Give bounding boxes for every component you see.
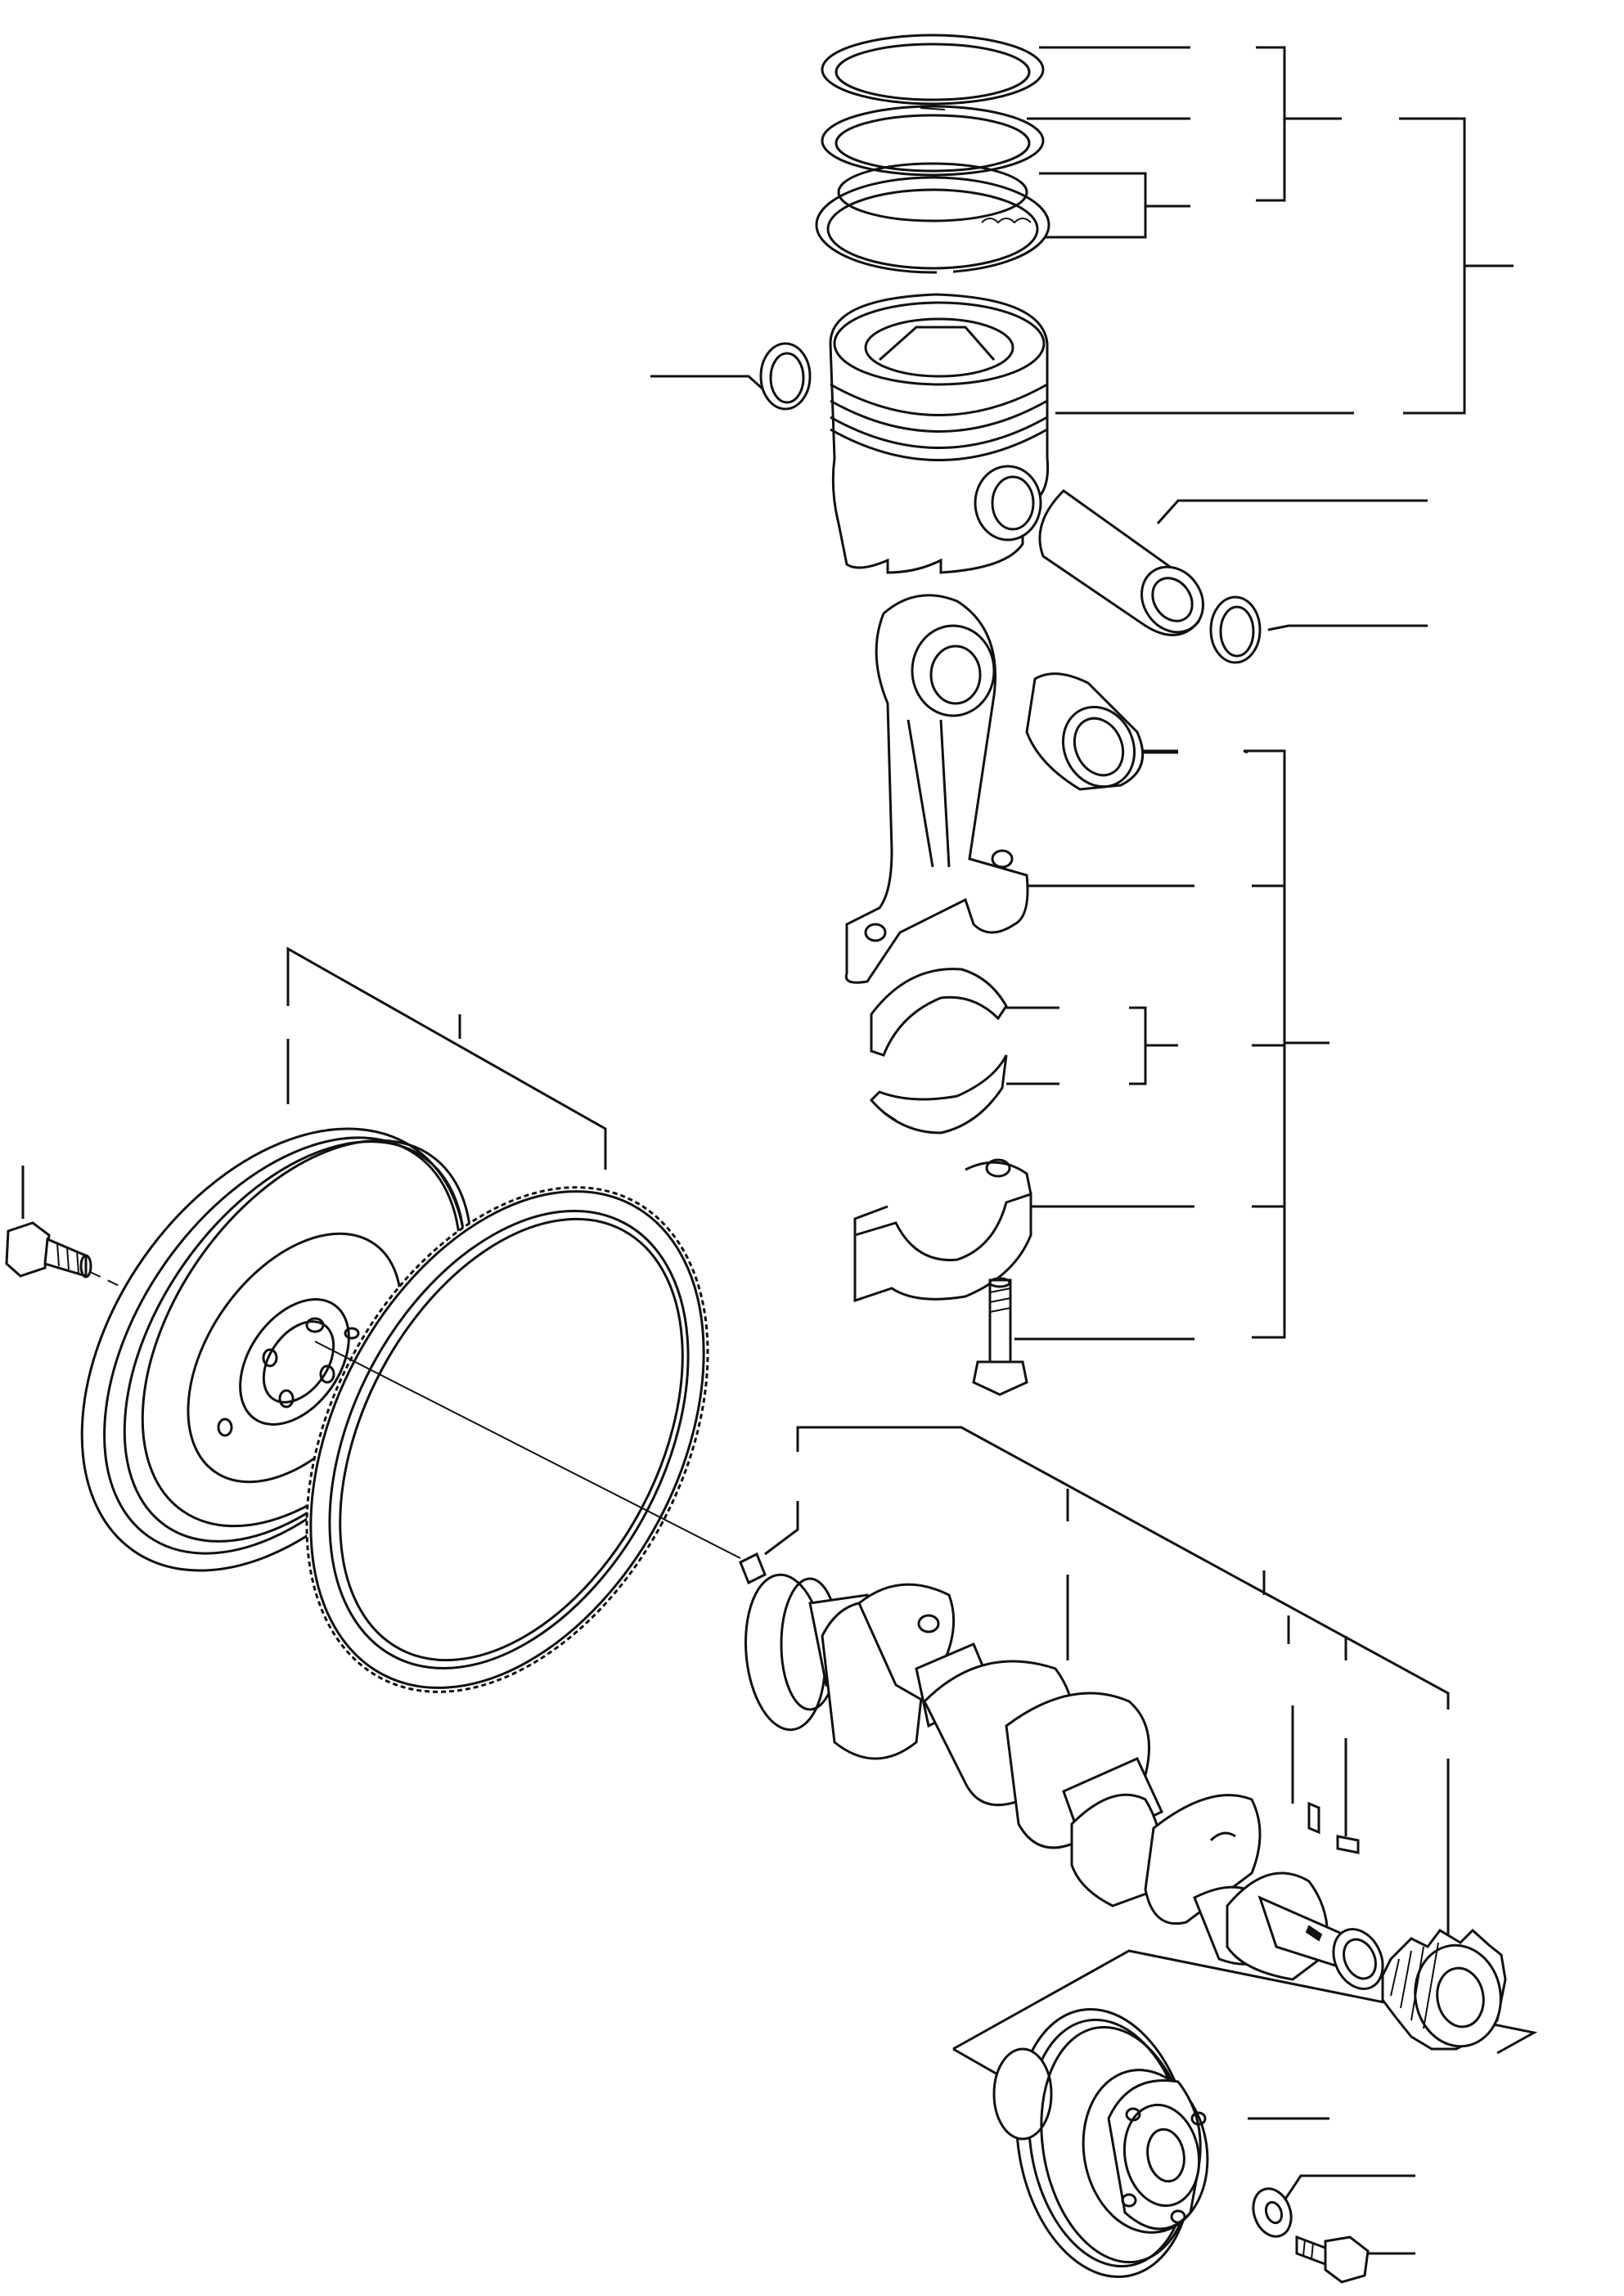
crankshaft [740, 1571, 1392, 1997]
crankshaft-key-2 [1338, 1836, 1358, 1853]
piston-ring-top [822, 25, 1043, 104]
crankshaft-key-1 [1309, 1804, 1319, 1832]
piston-ring-oil [816, 164, 1049, 276]
connecting-rod-bolt [974, 1278, 1027, 1395]
piston [830, 294, 1048, 573]
washer [1247, 2183, 1298, 2241]
connecting-rod [846, 595, 1028, 983]
crankshaft-gear [1383, 1930, 1509, 2053]
piston-pin [1040, 491, 1216, 644]
connecting-rod-bearing-upper [871, 969, 1006, 1055]
pulley-bolt [1297, 2237, 1368, 2282]
small-end-bushing [1027, 674, 1147, 798]
crankshaft-pulley [994, 1995, 1220, 2290]
snap-ring-left [761, 344, 810, 409]
flywheel-bolt [7, 1223, 91, 1277]
connecting-rod-cap [855, 1160, 1031, 1301]
dowel-pin [740, 1554, 765, 1583]
connecting-rod-bearing-lower [871, 1055, 1006, 1133]
snap-ring-right [1211, 597, 1260, 663]
leader-lines [23, 47, 1534, 2253]
piston-ring-second [822, 106, 1043, 175]
